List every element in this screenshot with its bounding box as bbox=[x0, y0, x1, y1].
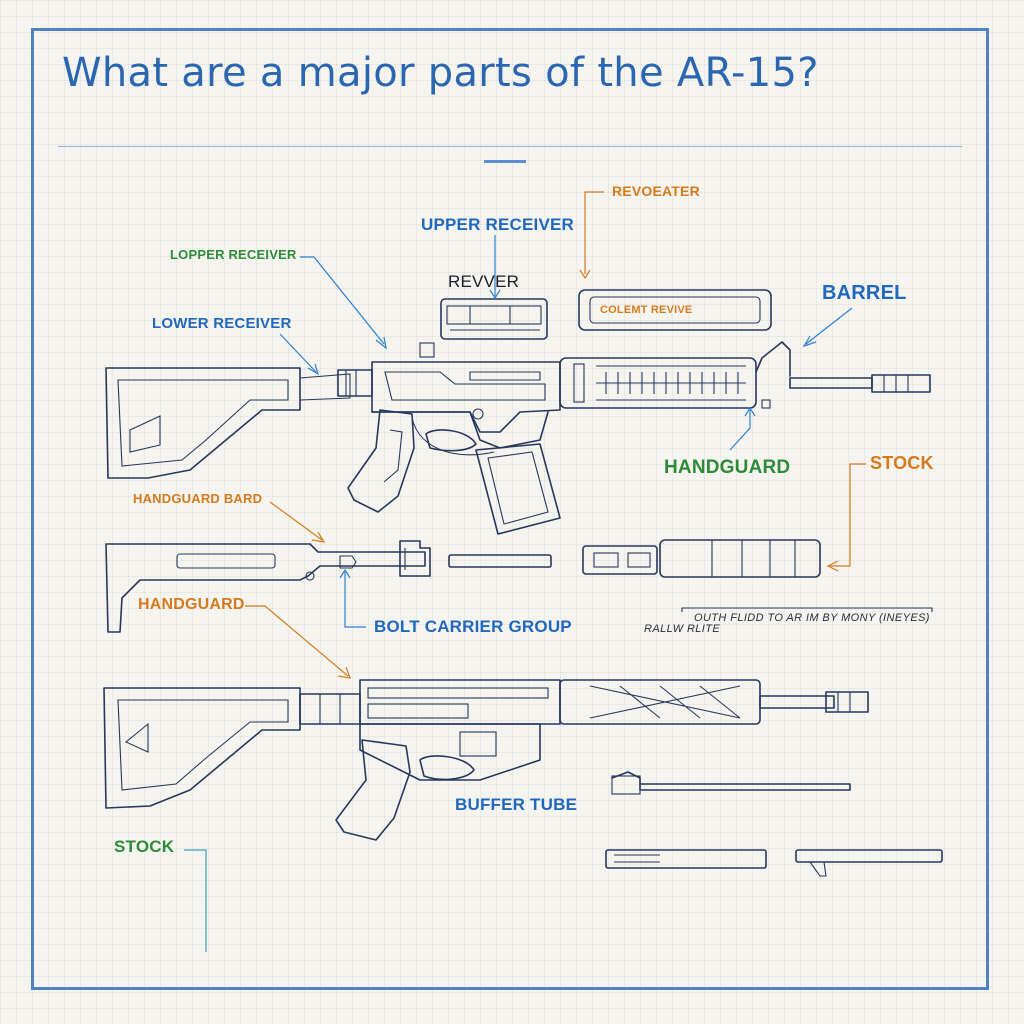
label-colemt-revive: COLEMT REVIVE bbox=[600, 304, 693, 316]
buffer-spring-part bbox=[448, 554, 552, 568]
stripped-stock-part bbox=[105, 543, 426, 633]
bottom-loose-parts bbox=[605, 771, 943, 877]
page-title: What are a major parts of the AR-15? bbox=[62, 50, 819, 96]
handguard-tube-part bbox=[659, 539, 821, 578]
top-rifle-stock bbox=[105, 367, 301, 479]
colemt-revive-part bbox=[578, 289, 772, 331]
firing-pin-part bbox=[795, 849, 943, 863]
label-upper-receiver: UPPER RECEIVER bbox=[421, 215, 575, 234]
top-rifle-magazine bbox=[475, 443, 561, 535]
top-rifle-muzzle-device bbox=[871, 374, 931, 393]
gas-block-part bbox=[582, 545, 658, 575]
top-floating-parts bbox=[440, 289, 772, 340]
middle-parts bbox=[105, 539, 933, 633]
bottom-rifle-barrel bbox=[759, 695, 835, 709]
label-barrel: BARREL bbox=[822, 282, 907, 304]
top-rifle-lower-receiver bbox=[371, 411, 549, 449]
label-stock-bottom: STOCK bbox=[114, 837, 175, 856]
bolt-part bbox=[605, 849, 767, 869]
title-divider bbox=[58, 146, 962, 147]
bottom-rifle-buffer-tube bbox=[299, 693, 361, 725]
bottom-rifle-upper-receiver bbox=[359, 679, 561, 725]
title-accent-dash bbox=[484, 160, 526, 163]
bottom-rifle-lower-receiver bbox=[359, 723, 541, 781]
label-revver: REVVER bbox=[448, 272, 520, 291]
bottom-rifle-pistol-grip bbox=[335, 739, 411, 841]
top-rifle-barrel bbox=[789, 377, 873, 389]
label-revoeater: REVOEATER bbox=[612, 183, 700, 199]
note-line-1: OUTH FLIDD TO AR IM BY MONY (INEYES) bbox=[694, 612, 930, 624]
top-rifle-pistol-grip bbox=[347, 409, 415, 513]
note-line-2: RALLW RLITE bbox=[644, 623, 721, 635]
label-handguard-bard: HANDGUARD BARD bbox=[133, 491, 263, 506]
label-handguard-top: HANDGUARD bbox=[664, 457, 791, 478]
top-rifle-handguard bbox=[559, 357, 757, 409]
leader-lines bbox=[184, 191, 866, 952]
label-buffer-tube: BUFFER TUBE bbox=[455, 795, 578, 814]
label-bolt-carrier-group: BOLT CARRIER GROUP bbox=[374, 617, 572, 636]
top-rifle-buffer-tube bbox=[337, 369, 373, 397]
charging-handle-part bbox=[611, 771, 851, 791]
label-lopper-receiver: LOPPER RECEIVER bbox=[170, 247, 297, 262]
rear-sight-part bbox=[440, 298, 548, 340]
bottom-rifle bbox=[103, 679, 869, 841]
diagram-frame bbox=[31, 28, 989, 990]
bottom-rifle-muzzle bbox=[825, 691, 869, 713]
bottom-rifle-stock bbox=[103, 687, 301, 809]
label-lower-receiver: LOWER RECEIVER bbox=[152, 315, 292, 332]
top-rifle-front-sight bbox=[755, 341, 791, 377]
label-handguard-mid: HANDGUARD bbox=[138, 596, 245, 613]
label-stock-right: STOCK bbox=[870, 453, 934, 473]
top-rifle bbox=[105, 341, 931, 535]
